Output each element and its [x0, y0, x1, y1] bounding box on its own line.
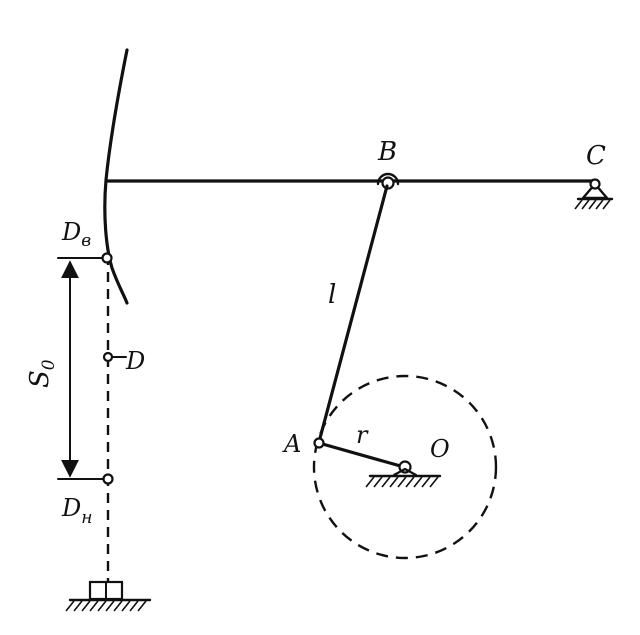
point-dn [102, 473, 114, 485]
crank-circle [312, 374, 498, 560]
ground-hatch-bottom [65, 600, 147, 612]
ground-hatch-o [365, 476, 439, 488]
joint-a [313, 437, 325, 449]
label-dn-main: D [61, 494, 81, 522]
label-dn-sub: н [81, 508, 92, 528]
ground-support-o [392, 467, 418, 477]
label-d: D [125, 347, 145, 375]
label-b: B [377, 137, 397, 167]
label-db-sub: в [81, 231, 91, 251]
crank-oa [317, 441, 406, 469]
point-db [101, 252, 113, 264]
label-db: Dв [61, 218, 91, 251]
joint-c [589, 178, 601, 190]
joint-b-arc [376, 172, 400, 186]
label-a: A [282, 430, 301, 458]
label-db-main: D [61, 218, 81, 246]
label-s0-sub: 0 [39, 359, 59, 370]
ground-hatch-c [574, 199, 611, 210]
svg-text:S0: S0 [25, 359, 59, 388]
label-s0-main: S [25, 370, 55, 388]
curved-surface [103, 48, 129, 305]
point-d [102, 351, 114, 363]
label-o: O [430, 435, 450, 463]
label-r: r [356, 421, 369, 449]
label-c: C [586, 141, 606, 171]
rod-ba [317, 184, 389, 444]
label-s0: S0 [25, 359, 59, 388]
label-l: l [328, 280, 336, 310]
label-dn: Dн [61, 494, 92, 528]
joint-b [381, 176, 395, 190]
